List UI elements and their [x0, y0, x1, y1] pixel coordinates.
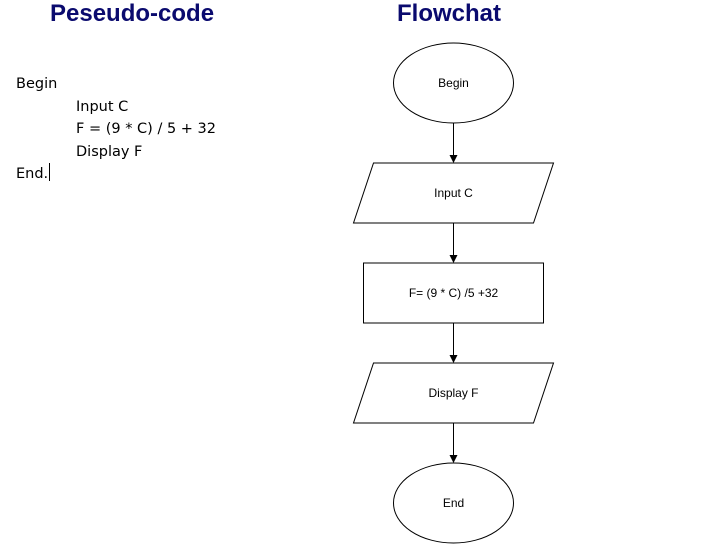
node-output-label: Display F — [428, 386, 478, 400]
node-input: Input C — [352, 162, 555, 224]
arrowhead-output-end — [449, 455, 458, 463]
process-rectangle — [363, 262, 544, 324]
pseudocode-line-begin: Begin — [16, 76, 58, 92]
pseudocode-block: Begin Input C F = (9 * C) / 5 + 32 Displ… — [16, 73, 216, 186]
node-process: F= (9 * C) /5 +32 — [363, 262, 544, 324]
pseudocode-line-end-row: End. — [16, 163, 216, 186]
node-end-label: End — [443, 496, 464, 510]
pseudocode-line-end: End. — [16, 166, 49, 182]
node-output: Display F — [352, 362, 555, 424]
io-parallelogram-input — [352, 162, 555, 224]
terminal-oval-begin — [393, 42, 514, 124]
arrowhead-begin-input — [449, 155, 458, 163]
pseudocode-title: Peseudo-code — [50, 0, 215, 27]
node-begin: Begin — [393, 42, 514, 124]
pseudocode-line-formula: F = (9 * C) / 5 + 32 — [76, 121, 216, 137]
arrowhead-input-process — [449, 255, 458, 263]
node-end: End — [393, 462, 514, 544]
node-begin-label: Begin — [438, 76, 469, 90]
text-cursor — [49, 163, 51, 181]
terminal-oval-end — [393, 462, 514, 544]
node-process-label: F= (9 * C) /5 +32 — [409, 286, 499, 300]
flowchart-edges — [449, 123, 458, 463]
flowchart-title: Flowchat — [397, 0, 502, 27]
arrowhead-process-output — [449, 355, 458, 363]
node-input-label: Input C — [434, 186, 473, 200]
pseudocode-line-input: Input C — [76, 98, 129, 115]
pseudocode-line-display: Display F — [76, 143, 143, 160]
io-parallelogram-output — [352, 362, 555, 424]
